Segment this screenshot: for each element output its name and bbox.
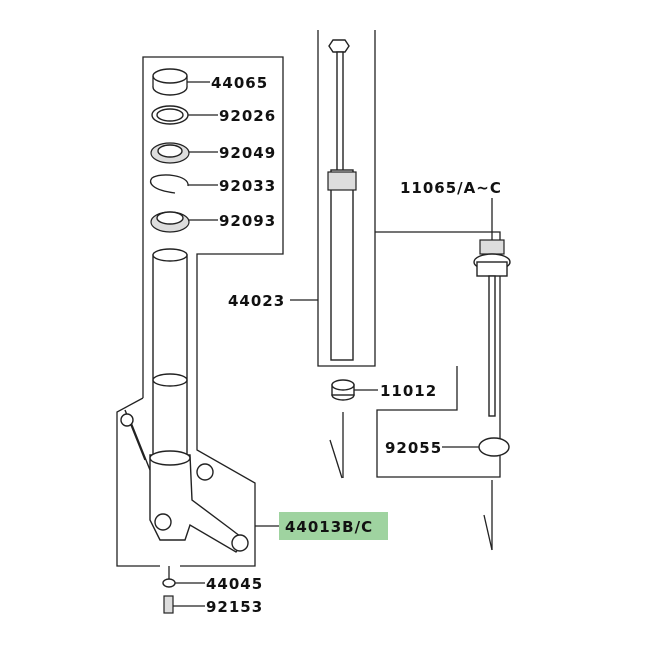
cartridge-11065: [473, 239, 511, 417]
circlip-92033: [150, 174, 189, 194]
outer-tube-44013: [120, 409, 249, 553]
bolt-92153: [163, 595, 174, 614]
label-92153[interactable]: 92153: [206, 598, 263, 616]
label-92055[interactable]: 92055: [385, 439, 442, 457]
label-92093[interactable]: 92093: [219, 212, 276, 230]
label-11065[interactable]: 11065/A~C: [400, 179, 502, 197]
bush-11012: [331, 379, 355, 401]
right-group-outline: [375, 231, 501, 478]
label-92026[interactable]: 92026: [219, 107, 276, 125]
oil-seal-92049: [150, 142, 190, 164]
label-92033[interactable]: 92033: [219, 177, 276, 195]
inner-tube: [152, 248, 188, 456]
collar-44065: [152, 68, 188, 96]
label-44013[interactable]: 44013B/C: [285, 518, 373, 536]
dust-seal-92093: [150, 211, 190, 233]
highlight-44013: [279, 512, 388, 540]
left-group-outline-lower: [116, 397, 160, 567]
o-ring-92055: [478, 437, 510, 457]
washer-44045: [162, 578, 176, 588]
damper-rod-44023: [327, 39, 357, 361]
label-11012[interactable]: 11012: [380, 382, 437, 400]
label-44065[interactable]: 44065: [211, 74, 268, 92]
center-group-outline: [317, 30, 376, 367]
label-44023[interactable]: 44023: [228, 292, 285, 310]
left-group-outline: [142, 56, 284, 567]
label-92049[interactable]: 92049: [219, 144, 276, 162]
label-44045[interactable]: 44045: [206, 575, 263, 593]
